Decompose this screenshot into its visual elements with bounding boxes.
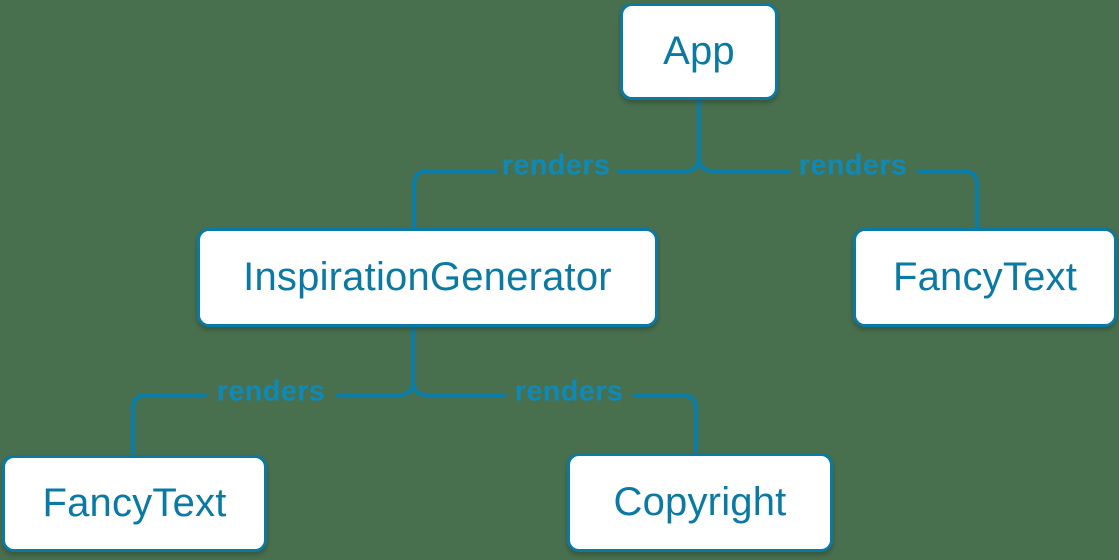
edge-inspiration-to-copyright-right <box>411 379 506 397</box>
edge-app-to-inspiration-drop <box>412 169 498 229</box>
node-fancy-text-top: FancyText <box>853 228 1117 327</box>
node-app-label: App <box>663 29 735 73</box>
edge-label-inspiration-fancy: renders <box>216 375 326 408</box>
edge-inspiration-to-copyright-drop <box>633 393 698 453</box>
node-fancy-text-top-label: FancyText <box>892 255 1078 299</box>
node-app: App <box>620 3 778 100</box>
edge-app-to-fancy-drop <box>917 169 979 229</box>
edge-label-app-fancy: renders <box>798 149 908 182</box>
node-copyright: Copyright <box>567 453 833 552</box>
edge-app-to-fancy-right <box>697 155 791 173</box>
edge-inspiration-to-fancy-drop <box>131 393 207 455</box>
edge-label-app-inspiration: renders <box>501 149 611 182</box>
edge-app-to-inspiration-left <box>617 155 701 173</box>
node-inspiration-generator: InspirationGenerator <box>197 228 658 327</box>
edge-label-inspiration-copyright: renders <box>514 375 624 408</box>
node-fancy-text-bottom: FancyText <box>2 455 267 552</box>
node-copyright-label: Copyright <box>613 480 787 524</box>
node-fancy-text-bottom-label: FancyText <box>42 481 227 525</box>
node-inspiration-generator-label: InspirationGenerator <box>243 255 612 299</box>
edge-inspiration-to-fancy-left <box>336 379 415 397</box>
